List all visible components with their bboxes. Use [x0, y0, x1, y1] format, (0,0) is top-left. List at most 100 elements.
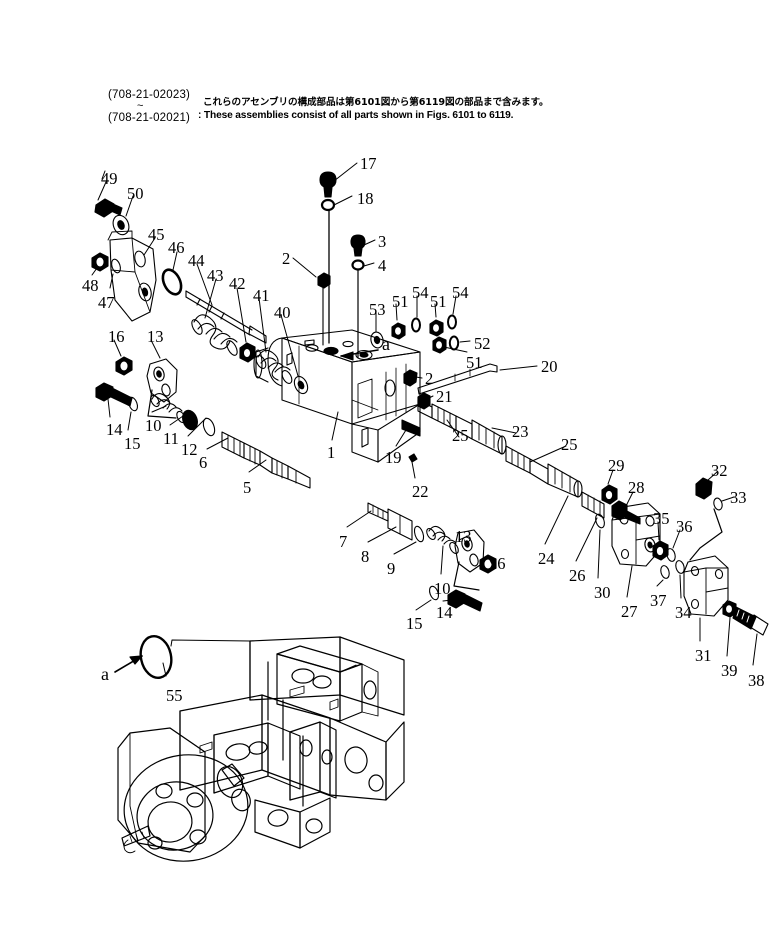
part-52-oring — [448, 335, 460, 351]
part-4-o-ring — [351, 259, 365, 271]
callout-39: 39 — [721, 661, 738, 680]
callout-28: 28 — [628, 478, 645, 497]
part-14-bolt-lower-left — [95, 382, 133, 407]
detail-marker-a-lower-arrow — [114, 655, 143, 673]
callout-52: 52 — [474, 334, 491, 353]
part-54-oring-a — [411, 317, 421, 333]
callout-11: 11 — [163, 429, 179, 448]
part-13-link-plate-upper — [146, 358, 178, 403]
callout-23: 23 — [512, 422, 529, 441]
part-45-lever-bracket — [107, 230, 157, 322]
callout-30: 30 — [594, 583, 611, 602]
callout-43: 43 — [207, 266, 224, 285]
part-51-ring-c — [432, 336, 447, 354]
callout-2-upper: 2 — [282, 249, 291, 268]
part-15-washer-lower — [428, 585, 440, 601]
part-17-plug — [319, 171, 337, 198]
part-15-washer-lower-left — [127, 396, 139, 412]
callout-21: 21 — [436, 387, 453, 406]
part-51-ring-b — [429, 319, 444, 337]
part-37-washer — [660, 565, 670, 579]
callout-8: 8 — [361, 547, 370, 566]
callout-46: 46 — [168, 238, 185, 257]
part-16-nut-lower — [479, 554, 497, 574]
part-3-plug — [350, 234, 366, 257]
part-29-nut — [601, 484, 618, 505]
part-40-washer — [293, 375, 309, 395]
part-27-bracket — [611, 502, 661, 567]
part-24-spool-lower — [529, 458, 583, 498]
callout-3: 3 — [378, 232, 387, 251]
callout-33: 33 — [730, 488, 747, 507]
callout-2-right: 2 — [425, 369, 434, 388]
callout-32: 32 — [711, 461, 728, 480]
callout-15-lower: 15 — [406, 614, 423, 633]
callout-12: 12 — [181, 440, 198, 459]
part-6-sleeve — [221, 431, 261, 466]
servo-spring-group-left — [91, 170, 309, 395]
header-part-number-top: (708-21-02023) — [108, 89, 191, 101]
part-47-washer — [111, 258, 121, 274]
part-50-washer — [112, 214, 130, 236]
part-20-rod — [417, 363, 498, 395]
part-23-spool — [455, 415, 507, 455]
callout-51-a: 51 — [392, 292, 409, 311]
callout-45: 45 — [148, 225, 165, 244]
callout-4: 4 — [378, 256, 387, 275]
part-9-washer — [413, 525, 425, 543]
part-54-oring-b — [447, 314, 457, 330]
plug-group-top — [292, 162, 376, 359]
callout-20: 20 — [541, 357, 558, 376]
part-30-washer — [595, 513, 605, 529]
marker-a-lower: a — [101, 664, 109, 684]
callout-15-left: 15 — [124, 434, 141, 453]
part-25-collar-b — [505, 445, 531, 474]
header-note-english: : These assemblies consist of all parts … — [198, 110, 514, 121]
part-1-valve-housing — [253, 329, 421, 463]
callout-38: 38 — [748, 671, 765, 690]
part-36-washer — [666, 548, 676, 562]
callout-27: 27 — [621, 602, 638, 621]
callout-54-b: 54 — [452, 283, 469, 302]
callout-51-c: 51 — [466, 353, 483, 372]
part-34-washer — [675, 560, 685, 574]
callout-37: 37 — [650, 591, 667, 610]
callout-1: 1 — [327, 443, 336, 462]
part-33-washer — [713, 497, 723, 511]
callout-18: 18 — [357, 189, 374, 208]
pump-assembly-illustration — [114, 635, 405, 862]
spool-chain-right — [417, 399, 605, 562]
part-55-o-ring — [139, 635, 173, 679]
part-19-pin — [401, 419, 421, 437]
callout-22: 22 — [412, 482, 429, 501]
callout-16-upper: 16 — [108, 327, 125, 346]
part-42-spacer — [239, 342, 256, 363]
part-18-o-ring — [320, 198, 336, 212]
part-7-rod — [367, 502, 389, 522]
detail-marker-a-upper-arrow — [340, 349, 379, 361]
callout-25-a: 25 — [452, 426, 469, 445]
callout-26: 26 — [569, 566, 586, 585]
part-5-spool — [259, 450, 311, 489]
callout-6: 6 — [199, 453, 208, 472]
part-10-spring-lower — [426, 525, 459, 555]
callout-47: 47 — [98, 293, 115, 312]
callout-48: 48 — [82, 276, 99, 295]
part-32-pin — [695, 477, 713, 500]
callout-44: 44 — [188, 251, 205, 270]
header-part-number-bottom: (708-21-02021) — [108, 112, 191, 124]
callout-35: 35 — [653, 509, 670, 528]
callout-16-lower: 16 — [489, 554, 506, 573]
servo-piston-group-left-lower — [95, 339, 311, 489]
part-35-nut — [652, 540, 669, 561]
part-2-plug-right — [403, 369, 418, 387]
part-46-o-ring — [161, 268, 183, 296]
part-16-nut-upper — [115, 356, 133, 376]
callout-24: 24 — [538, 549, 555, 568]
part-43-spring — [191, 314, 238, 356]
part-14-bolt-lower — [447, 589, 483, 612]
callout-25-b: 25 — [561, 435, 578, 454]
part-44-push-rod — [185, 290, 267, 344]
header-note-japanese: これらのアセンブリの構成部品は第6101図から第6119図の部品まで含みます。 — [203, 97, 549, 108]
